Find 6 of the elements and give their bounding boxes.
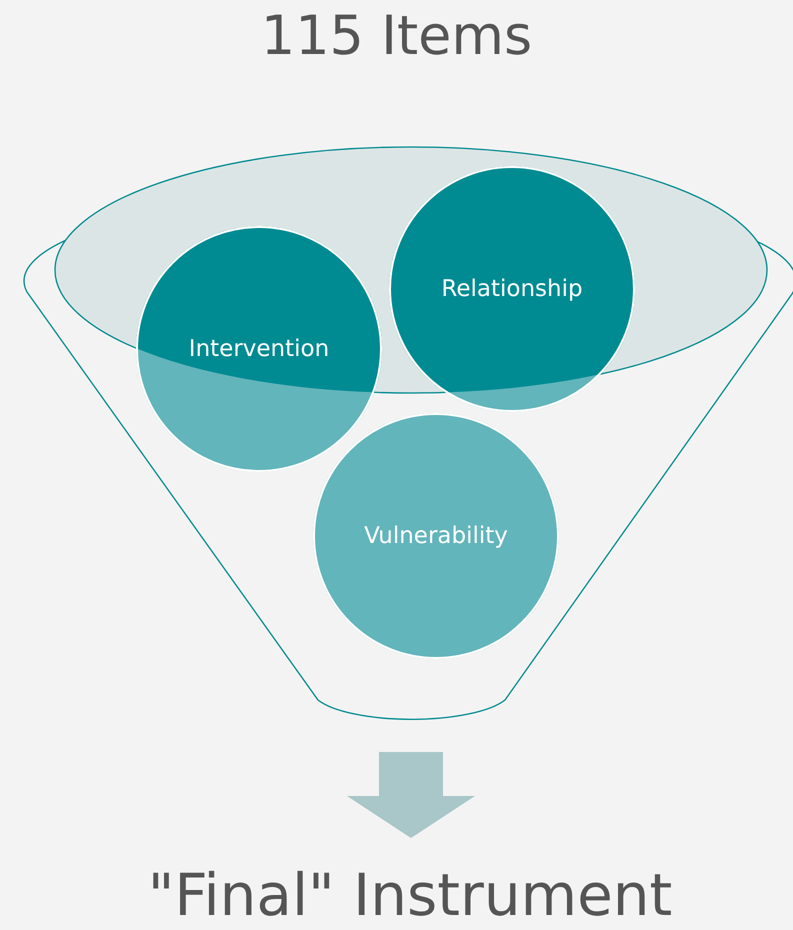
result-label: "Final" Instrument [148,861,672,929]
circle-label: Vulnerability [363,523,509,549]
circle-label: Intervention [188,336,330,362]
block-arrow [347,752,475,838]
title: 115 Items [260,3,534,69]
circle-label: Relationship [440,276,584,302]
